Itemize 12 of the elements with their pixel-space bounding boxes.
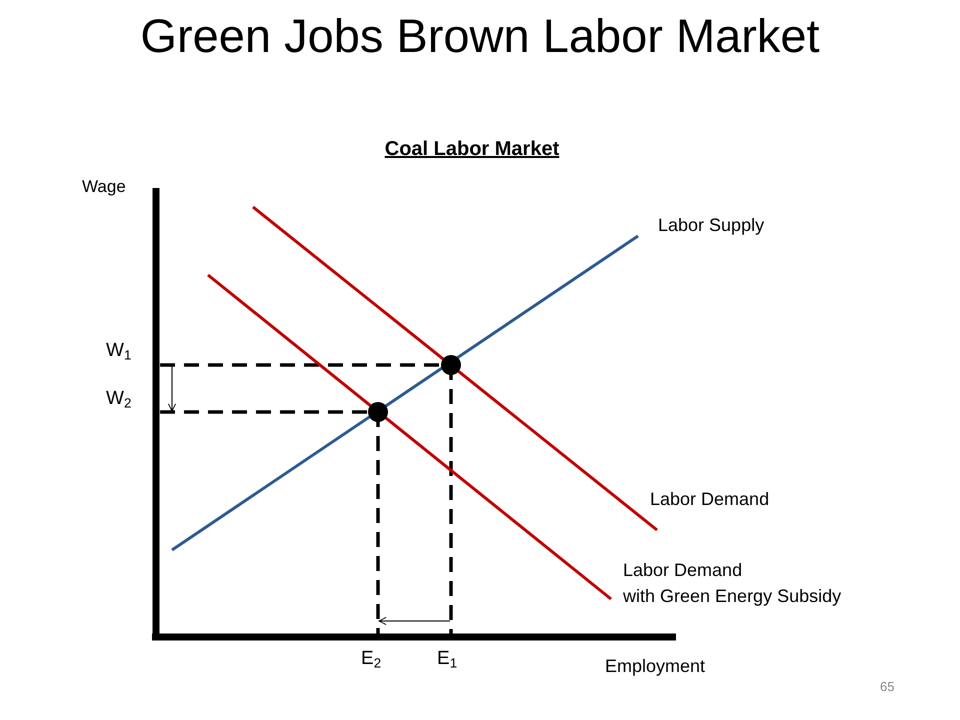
chart-title: Coal Labor Market bbox=[384, 137, 560, 161]
curve-label: Labor Supply bbox=[658, 215, 764, 237]
curve-label: Labor Demand with Green Energy Subsidy bbox=[623, 559, 842, 608]
axis-tick-label: W$_{1}$ bbox=[106, 340, 132, 364]
axis-label: Wage bbox=[82, 177, 126, 198]
axis-tick-label: E$_{2}$ bbox=[361, 648, 382, 672]
slide-title: Green Jobs Brown Labor Market bbox=[139, 8, 821, 64]
axis-tick-label: W$_{2}$ bbox=[106, 388, 132, 412]
page-number: 65 bbox=[880, 679, 894, 695]
axis-label: Employment bbox=[605, 656, 706, 678]
curve-label: Labor Demand bbox=[650, 489, 770, 511]
axis-tick-label: E$_{1}$ bbox=[437, 648, 458, 672]
